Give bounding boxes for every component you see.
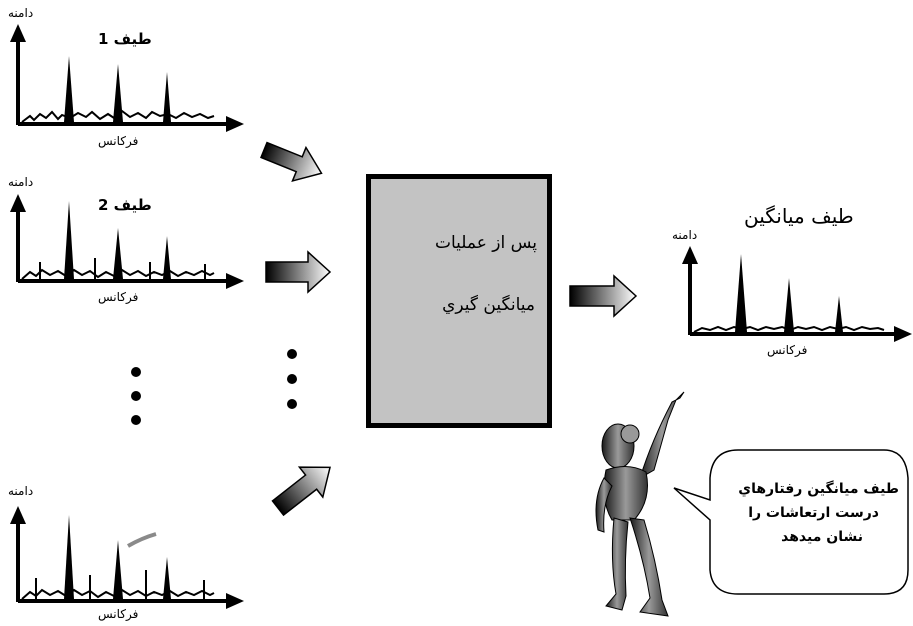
spectrum-2-ylabel: دامنه [8,175,34,189]
result-peak-3 [835,296,843,332]
spectrum-1-xlabel: فركانس [98,134,139,148]
averaging-process-box: پس از عمليات ميانگين گيري [366,174,552,428]
spectrum-1-peak-3 [163,72,171,122]
spectrum-1-noise [21,109,215,123]
result-title: طيف ميانگين [744,204,854,228]
spectrum-1-title: طيف 1 [98,30,152,48]
result-spectrum-plot [682,246,912,342]
spectrum-2-peak-2 [113,228,123,279]
process-box-line-1: پس از عمليات [434,233,537,253]
spectrum-3-peak-3 [163,557,171,599]
result-ylabel: دامنه [672,228,698,242]
arrow-box-to-result [569,274,638,318]
spectrum-1-plot [10,24,244,132]
result-peak-1 [735,254,747,332]
spectrum-3-peak-2 [113,540,123,599]
speech-bubble-line-1: طيف ميانگين رفتارهاي [738,481,899,497]
arrow-spectrum-1-to-box [260,141,323,183]
spectrum-2-xlabel: فركانس [98,290,139,304]
speech-bubble-line-3: نشان ميدهد [781,529,863,545]
spectrum-3-xlabel: فركانس [98,607,139,621]
arrow-spectrum-3-to-box [271,466,331,517]
spectrum-2-peak-3 [163,236,171,279]
speech-bubble-line-2: درست ارتعاشات را [748,505,879,521]
process-box-line-2: ميانگين گيري [442,295,535,315]
spectrum-1-peak-1 [64,56,74,122]
spectrum-1-peak-2 [113,64,123,122]
result-xlabel: فركانس [767,343,808,357]
spectrum-1-ylabel: دامنه [8,6,34,20]
spectrum-3-ylabel: دامنه [8,484,34,498]
arrow-spectrum-2-to-box [265,250,332,294]
spectrum-2-peak-1 [64,201,74,279]
result-peak-2 [784,278,794,332]
spectrum-3-peak-1 [64,515,74,599]
spectrum-3-stroke [127,532,157,548]
spectrum-3-plot [10,506,244,609]
spectrum-2-plot [10,194,244,289]
spectrum-2-title: طيف 2 [98,196,152,214]
